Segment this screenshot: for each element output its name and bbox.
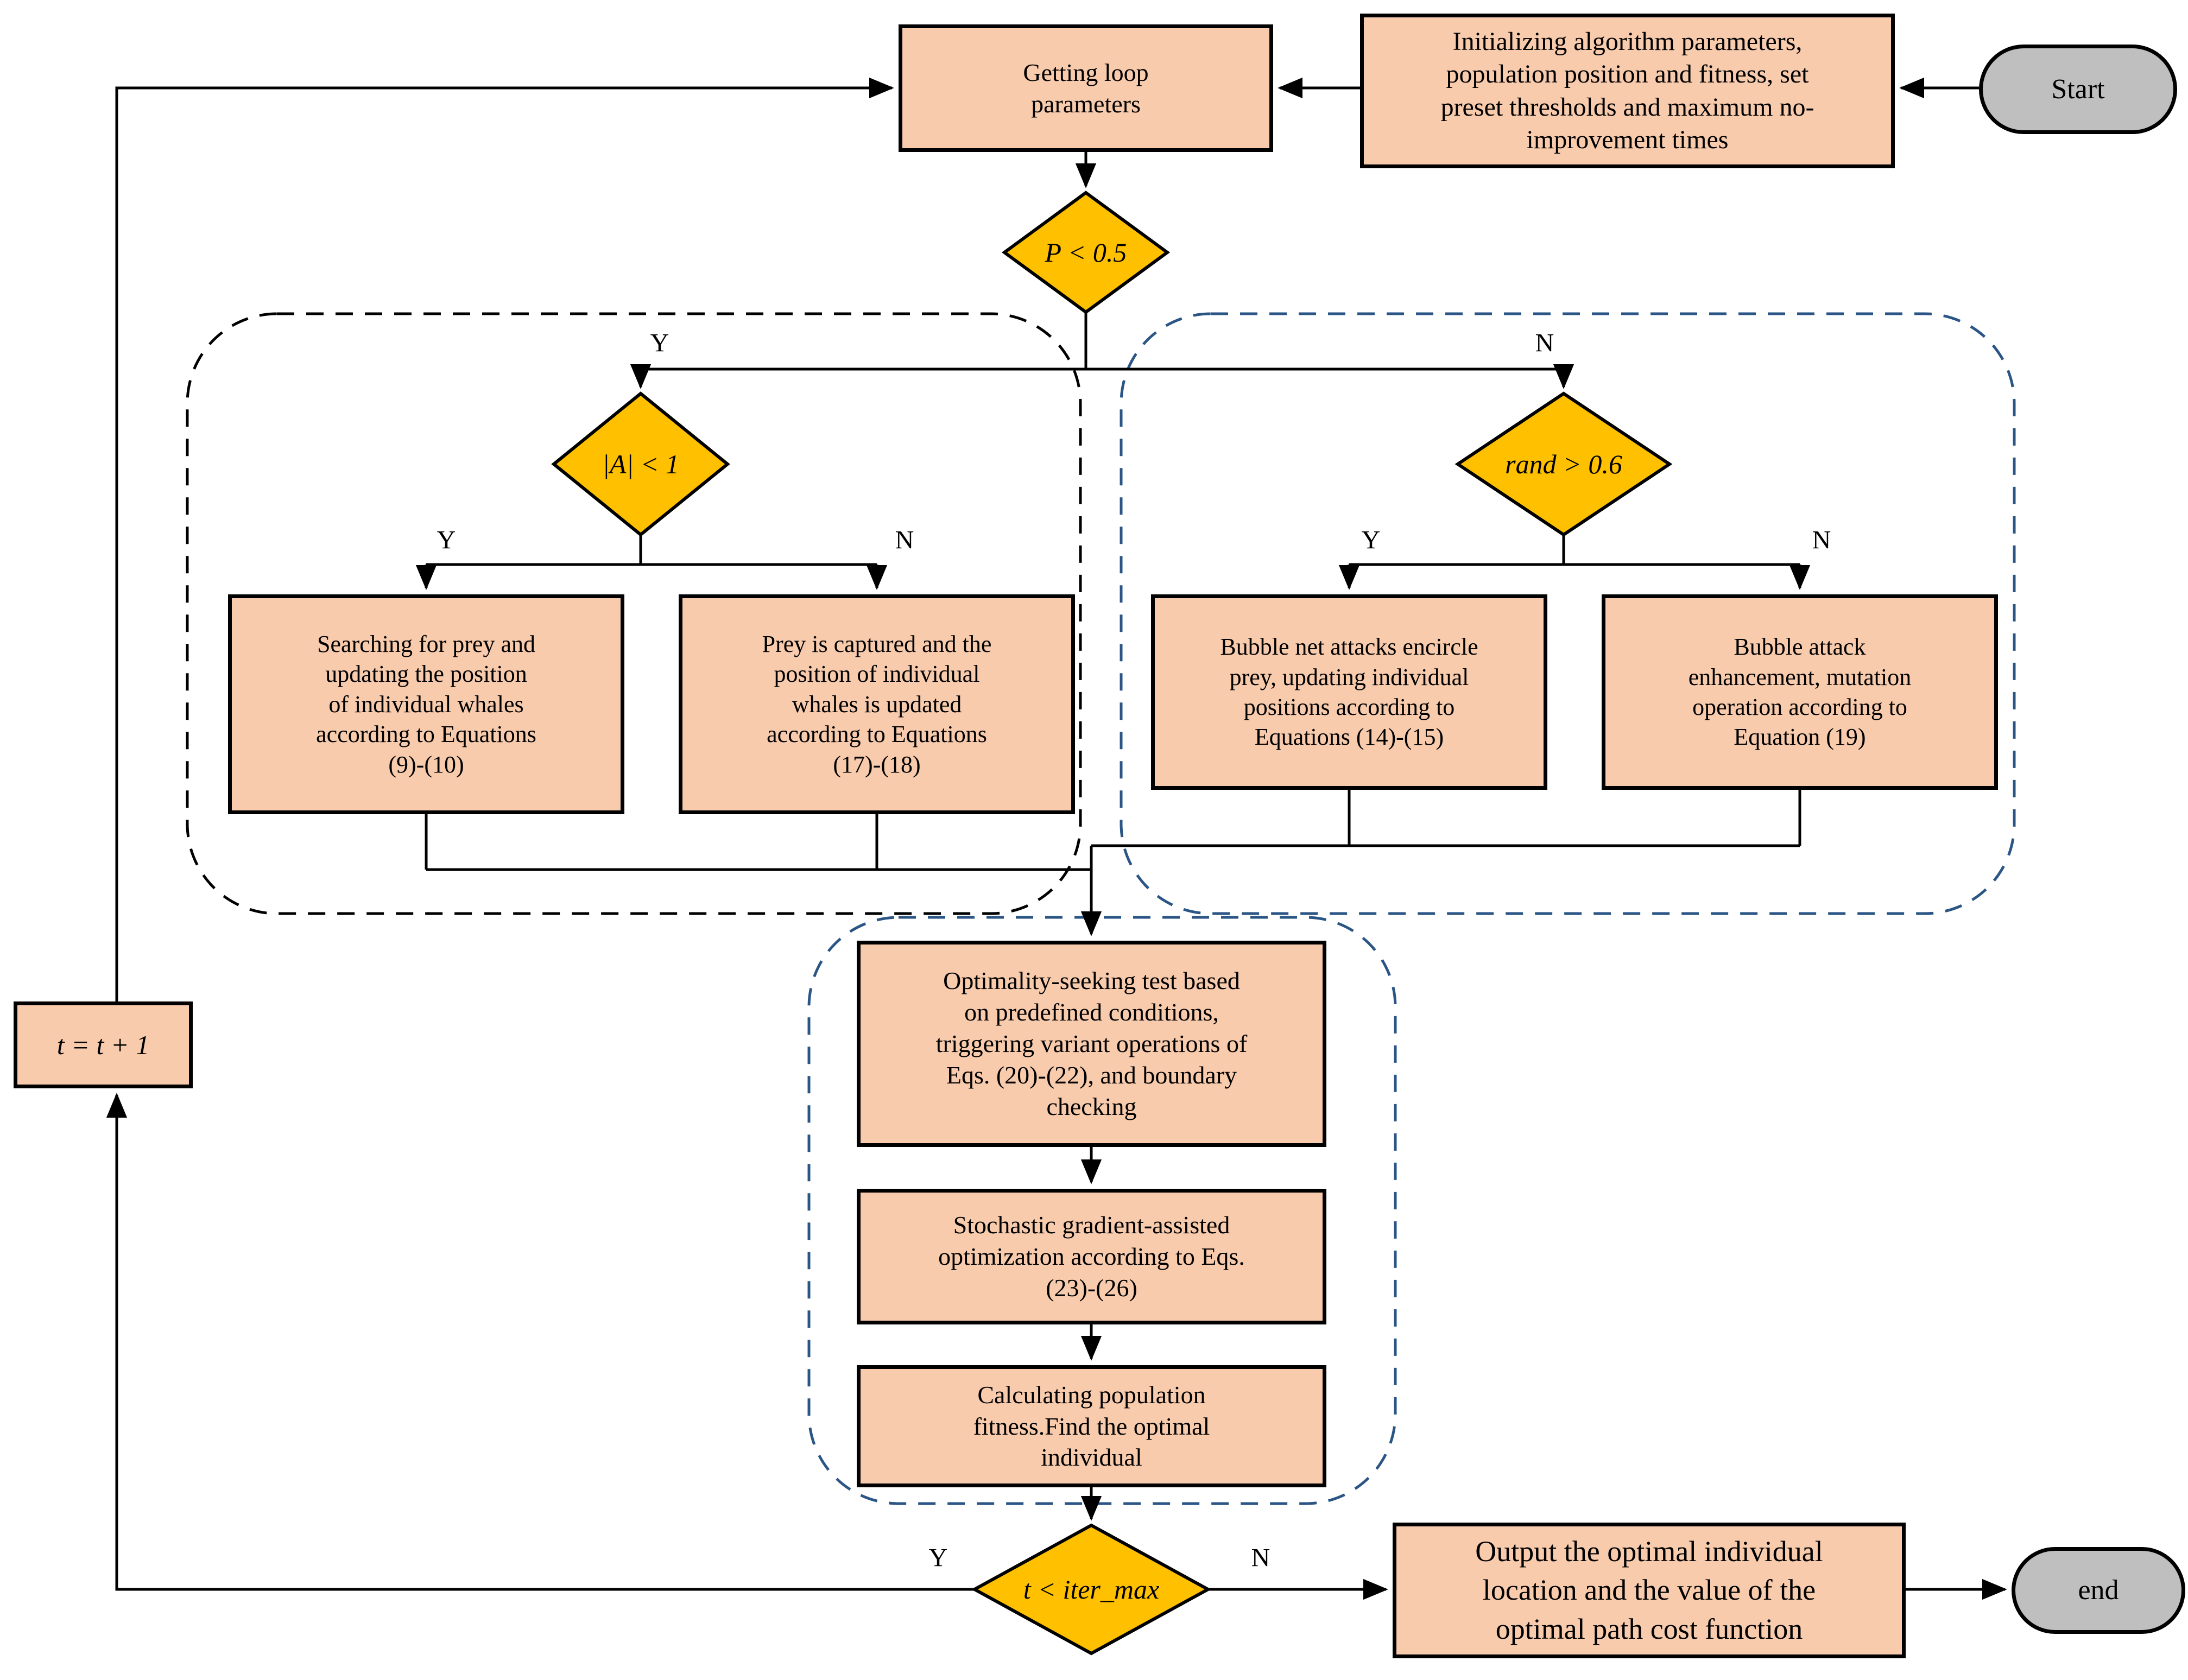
prey-captured-label: Prey is captured and the position of ind… <box>762 630 992 778</box>
optimality-test-box: Optimality-seeking test based on predefi… <box>857 941 1326 1147</box>
getting-loop-label: Getting loop parameters <box>1023 58 1149 118</box>
prey-captured-box: Prey is captured and the position of ind… <box>679 594 1075 814</box>
search-prey-label: Searching for prey and updating the posi… <box>316 630 536 778</box>
branch-rand-yes: Y <box>1361 525 1381 555</box>
bubble-attack-label: Bubble attack enhancement, mutation oper… <box>1688 633 1912 751</box>
increment-label: t = t + 1 <box>56 1029 150 1060</box>
optimality-test-label: Optimality-seeking test based on predefi… <box>935 967 1248 1120</box>
bubble-attack-box: Bubble attack enhancement, mutation oper… <box>1602 594 1998 790</box>
getting-loop-box: Getting loop parameters <box>899 24 1273 152</box>
decision-iter-label: t < iter_max <box>1023 1574 1160 1605</box>
start-terminal: Start <box>1979 45 2177 134</box>
stochastic-gradient-box: Stochastic gradient-assisted optimizatio… <box>857 1189 1326 1324</box>
branch-rand-no: N <box>1812 525 1831 555</box>
calc-fitness-label: Calculating population fitness.Find the … <box>973 1380 1210 1472</box>
decision-p-diamond <box>1001 191 1171 314</box>
end-terminal: end <box>2012 1547 2185 1634</box>
search-prey-box: Searching for prey and updating the posi… <box>228 594 624 814</box>
group-refine-phase-dashed-blue <box>807 916 1397 1505</box>
start-label: Start <box>2051 73 2105 105</box>
output-label: Output the optimal individual location a… <box>1475 1535 1823 1645</box>
decision-rand-diamond <box>1455 391 1673 537</box>
flow-arrows <box>106 77 2007 1600</box>
decision-rand-label: rand > 0.6 <box>1505 449 1622 479</box>
bubble-net-label: Bubble net attacks encircle prey, updati… <box>1220 633 1478 751</box>
branch-a-yes: Y <box>437 525 456 555</box>
end-label: end <box>2078 1575 2119 1606</box>
init-label: Initializing algorithm parameters, popul… <box>1440 27 1814 154</box>
group-shrink-phase-dashed-black <box>186 312 1082 915</box>
group-bubble-phase-dashed-blue <box>1120 312 2016 915</box>
branch-iter-no: N <box>1251 1543 1270 1573</box>
calc-fitness-box: Calculating population fitness.Find the … <box>857 1365 1326 1487</box>
output-box: Output the optimal individual location a… <box>1393 1523 1906 1658</box>
branch-iter-yes: Y <box>928 1543 948 1573</box>
decision-a-diamond <box>551 391 730 537</box>
branch-p-yes: Y <box>650 328 669 358</box>
stochastic-gradient-label: Stochastic gradient-assisted optimizatio… <box>938 1211 1245 1302</box>
decision-iter-diamond <box>971 1523 1212 1656</box>
init-box: Initializing algorithm parameters, popul… <box>1360 14 1895 168</box>
decision-p-label: P < 0.5 <box>1045 237 1127 268</box>
bubble-net-box: Bubble net attacks encircle prey, updati… <box>1151 594 1547 790</box>
branch-a-no: N <box>895 525 914 555</box>
increment-box: t = t + 1 <box>14 1001 193 1088</box>
branch-p-no: N <box>1535 328 1554 358</box>
decision-a-label: |A| < 1 <box>602 449 679 479</box>
